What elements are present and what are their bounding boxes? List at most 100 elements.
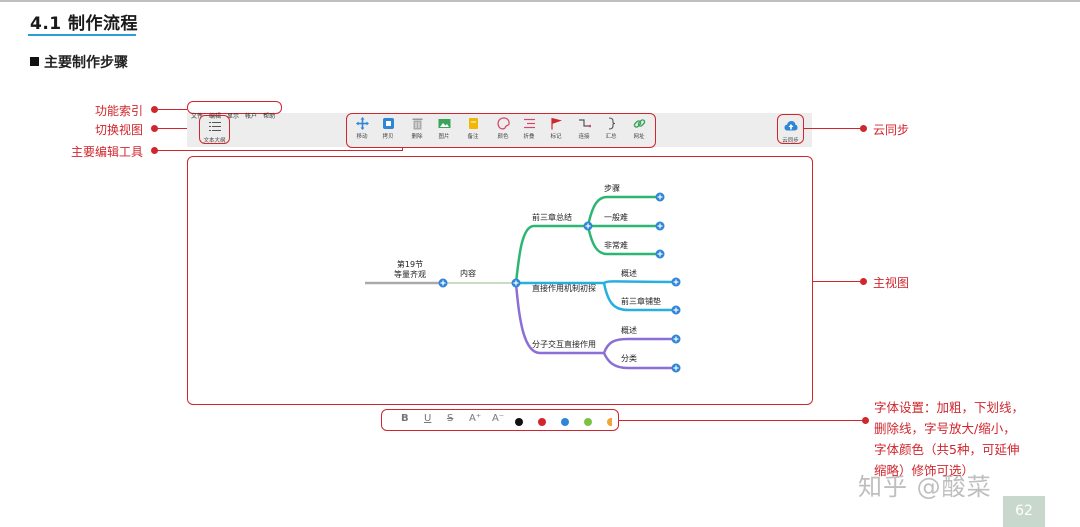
font-format-bar	[381, 409, 619, 431]
font-color-orange[interactable]	[607, 418, 612, 426]
annotation-menu-index: 功能索引	[95, 104, 144, 118]
annotation-line	[813, 281, 862, 282]
tool-copy[interactable]: 拷贝	[378, 117, 398, 140]
annotation-switch-view: 切换视图	[95, 123, 144, 137]
mindmap-leaf[interactable]: 一般难	[604, 213, 628, 222]
expand-plus-icon[interactable]	[437, 277, 449, 289]
menu-account[interactable]: 帐户	[245, 113, 258, 120]
annotation-line	[804, 128, 862, 129]
expand-plus-icon[interactable]	[670, 276, 682, 288]
mindmap-branch-1[interactable]: 前三章总结	[532, 213, 572, 222]
tool-delete-label: 删除	[411, 134, 423, 140]
tool-flag-label: 标记	[550, 134, 562, 140]
expand-plus-icon[interactable]	[670, 362, 682, 374]
annotation-line	[155, 128, 199, 129]
expand-plus-icon[interactable]	[670, 304, 682, 316]
note-icon	[468, 118, 478, 129]
view-switch-label: 文本大纲	[203, 138, 226, 144]
tool-link-label: 网址	[633, 134, 645, 140]
annotation-line	[402, 147, 403, 151]
mindmap-leaf[interactable]: 步骤	[604, 184, 620, 193]
tool-summary[interactable]: 汇总	[601, 117, 621, 140]
annotation-line	[155, 109, 187, 110]
annotation-dot	[860, 278, 867, 285]
tool-move[interactable]: 移动	[352, 117, 372, 140]
annotation-dot	[151, 125, 158, 132]
image-icon	[438, 119, 450, 128]
annotation-line	[155, 150, 402, 151]
summary-icon	[608, 117, 615, 130]
menu-view[interactable]: 显示	[227, 113, 240, 120]
tool-summary-label: 汇总	[605, 134, 617, 140]
trash-icon	[412, 118, 422, 130]
expand-plus-icon[interactable]	[654, 191, 666, 203]
section-title: 4.1 制作流程	[30, 14, 139, 34]
cloud-sync-button[interactable]: 云同步	[778, 117, 803, 144]
strikethrough-button[interactable]: S	[447, 413, 454, 424]
palette-icon	[496, 117, 510, 130]
font-color-blue[interactable]	[561, 418, 569, 426]
menu-edit[interactable]: 编辑	[209, 113, 222, 120]
subheading-text: 主要制作步骤	[44, 55, 128, 71]
font-color-black[interactable]	[515, 418, 523, 426]
font-settings-note: 字体设置：加粗，下划线，删除线，字号放大/缩小，字体颜色（共5种，可延伸缩略）修…	[874, 400, 1025, 478]
annotation-cloud-sync: 云同步	[873, 123, 910, 137]
root-line-2: 等量齐观	[394, 270, 426, 279]
tool-copy-label: 拷贝	[382, 134, 394, 140]
expand-plus-icon[interactable]	[510, 277, 522, 289]
main-view-frame	[187, 156, 813, 405]
expand-plus-icon[interactable]	[654, 248, 666, 260]
annotation-dot	[151, 147, 158, 154]
mindmap-center-node[interactable]: 内容	[460, 269, 476, 278]
root-line-1: 第19节	[396, 260, 424, 269]
bold-button[interactable]: B	[401, 413, 409, 424]
connect-icon	[578, 119, 591, 128]
mindmap-leaf[interactable]: 非常难	[604, 241, 628, 250]
mindmap-leaf[interactable]: 分类	[621, 354, 637, 363]
top-border	[0, 0, 1080, 2]
tool-link[interactable]: 网址	[629, 117, 649, 140]
tools-highlight	[346, 113, 656, 148]
mindmap-branch-3[interactable]: 分子交互直接作用	[532, 340, 596, 349]
outline-list-icon	[208, 122, 221, 131]
mindmap-leaf[interactable]: 概述	[621, 326, 637, 335]
underline-button[interactable]: U	[424, 413, 432, 424]
square-bullet-icon	[30, 57, 39, 66]
subheading: 主要制作步骤	[30, 52, 128, 72]
tool-delete[interactable]: 删除	[407, 117, 427, 140]
expand-plus-icon[interactable]	[582, 220, 594, 232]
annotation-main-view: 主视图	[873, 276, 910, 290]
annotation-dot	[860, 125, 867, 132]
tool-move-label: 移动	[356, 134, 368, 140]
font-color-red[interactable]	[538, 418, 546, 426]
font-increase-button[interactable]: A⁺	[469, 413, 482, 424]
collapse-icon	[523, 118, 535, 129]
view-switch-highlight	[199, 115, 230, 144]
tool-image[interactable]: 图片	[434, 117, 454, 140]
page-number: 62	[1003, 496, 1045, 527]
title-underline	[28, 34, 136, 36]
tool-image-label: 图片	[438, 134, 450, 140]
tool-collapse[interactable]: 折叠	[519, 117, 539, 140]
watermark: 知乎 @酸菜	[858, 473, 992, 501]
copy-icon	[382, 118, 394, 129]
view-switch-button[interactable]: 文本大纲	[200, 117, 229, 144]
menu-file[interactable]: 文件	[191, 113, 204, 120]
mindmap-leaf[interactable]: 前三章铺垫	[621, 297, 661, 306]
link-icon	[633, 119, 645, 128]
font-color-green[interactable]	[584, 418, 592, 426]
expand-plus-icon[interactable]	[670, 333, 682, 345]
move-icon	[355, 117, 369, 130]
expand-plus-icon[interactable]	[654, 220, 666, 232]
tool-note[interactable]: 备注	[463, 117, 483, 140]
mindmap-root-node[interactable]: 第19节等量齐观	[394, 260, 426, 280]
tool-color[interactable]: 颜色	[493, 117, 513, 140]
mindmap-branch-2[interactable]: 直接作用机制初探	[532, 284, 596, 293]
font-decrease-button[interactable]: A⁻	[492, 413, 505, 424]
menu-help[interactable]: 帮助	[263, 113, 276, 120]
tool-flag[interactable]: 标记	[546, 117, 566, 140]
annotation-main-tools: 主要编辑工具	[71, 145, 144, 159]
tool-connect[interactable]: 连接	[574, 117, 594, 140]
mindmap-leaf[interactable]: 概述	[621, 269, 637, 278]
